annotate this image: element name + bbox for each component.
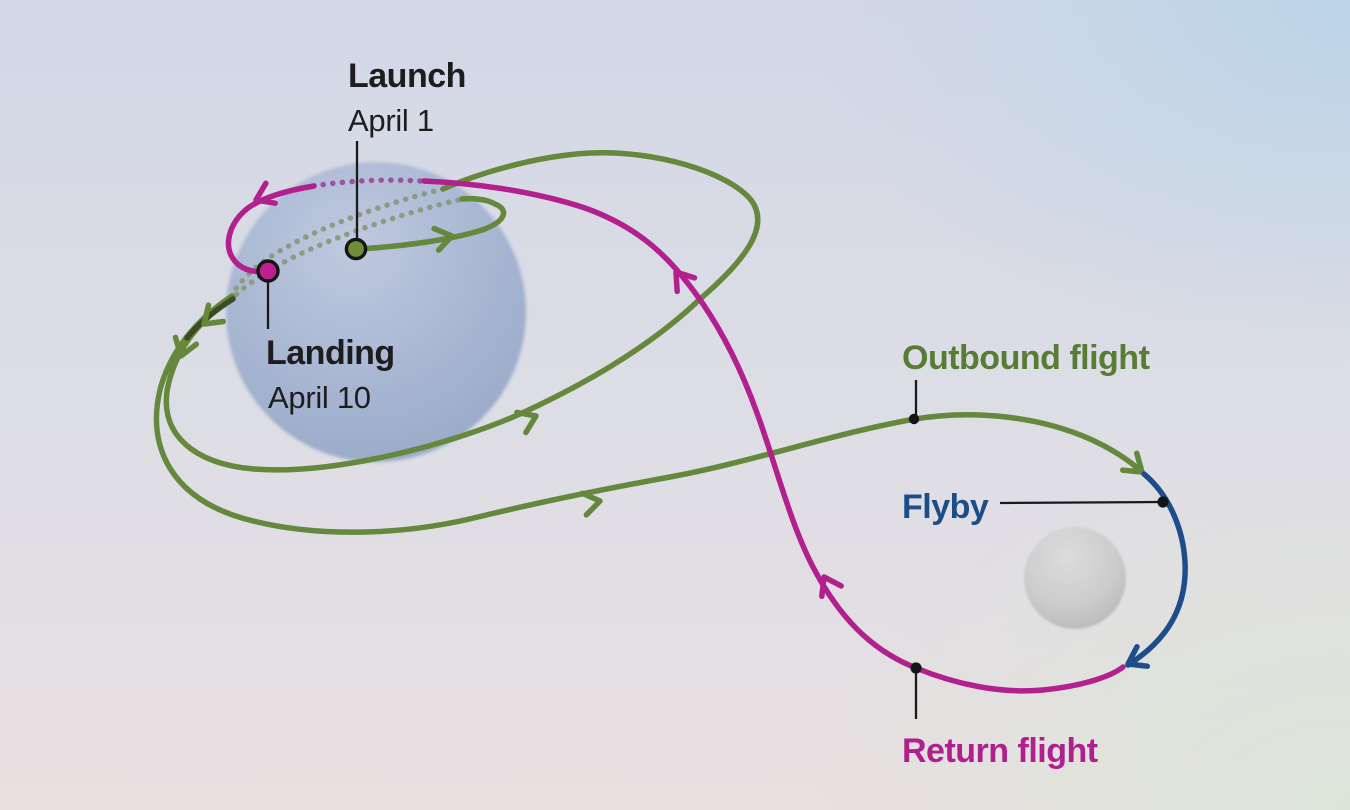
arrowhead-icon [431,225,455,253]
leaders-and-markers [256,141,1169,719]
return-main-path [421,178,1126,694]
arrowhead-icon [819,574,844,600]
outbound-departure-path [153,293,1145,535]
arrowhead-icon [172,334,200,359]
landing-label: Landing [266,334,395,372]
arrowhead-icon [201,302,227,327]
flyby-marker-dot [1157,496,1169,508]
landing-date-label: April 10 [268,380,371,415]
outbound-trajectory [153,149,1145,535]
text-annotations: Launch April 1 Landing April 10 Outbound… [266,57,1150,770]
moon-sphere [1024,527,1126,629]
outbound-big-loop-path [163,149,761,473]
launch-label: Launch [348,57,466,95]
return-marker-dot [910,662,922,674]
return-dotted-segment [311,177,423,189]
flyby-leader-line [999,500,1161,505]
return-landing-hook-path [225,183,317,275]
return-arrowhead-icons [253,180,844,600]
arrowhead-icon [1119,450,1145,475]
arrowhead-icon [253,180,278,206]
arrowhead-icon [579,490,603,518]
return-trajectory [225,178,1126,694]
flyby-trajectory [1125,471,1188,669]
arrowhead-icon [1125,644,1151,669]
flyby-label: Flyby [902,488,989,526]
arrowhead-icon [514,409,539,436]
landing-point-dot [256,259,280,283]
arrowhead-icon [673,269,698,295]
outbound-arrowhead-icons [172,225,1145,518]
outbound-dotted-segment-big-loop [229,186,446,298]
outbound-marker-dot [908,413,920,425]
launch-point-dot [344,237,368,261]
outbound-dotted-segment-small-loop [230,197,461,301]
return-flight-label: Return flight [902,732,1098,770]
outbound-small-loop-path [353,195,507,252]
launch-date-label: April 1 [348,103,434,138]
outbound-flight-label: Outbound flight [902,339,1150,377]
occluded-trajectory-segments [229,177,461,301]
